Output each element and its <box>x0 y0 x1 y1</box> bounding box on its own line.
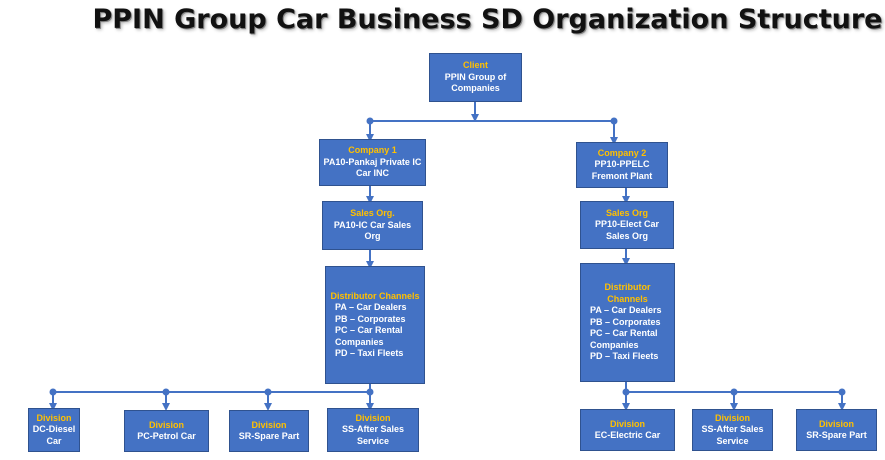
division-text: SR-Spare Part <box>238 431 300 441</box>
division-heading: Division <box>714 412 750 423</box>
company1-text: PA10-Pankaj Private IC Car INC <box>323 156 422 179</box>
channels-heading: Distributor Channels <box>330 290 420 301</box>
company2-sales-org-box: Sales Org PP10-Elect Car Sales Org <box>580 201 674 249</box>
division-text: SS-After Sales Service <box>341 424 405 446</box>
client-text: PPIN Group of Companies <box>444 71 507 94</box>
company2-text: PP10-PPELC Fremont Plant <box>591 159 653 181</box>
division-text: PC-Petrol Car <box>137 431 196 441</box>
division-heading: Division <box>251 419 287 430</box>
company2-channels-box: Distributor Channels PA – Car Dealers PB… <box>580 263 675 382</box>
company1-box: Company 1 PA10-Pankaj Private IC Car INC <box>319 139 426 186</box>
client-heading: Client <box>462 60 488 71</box>
sales-org-text: PP10-Elect Car Sales Org <box>594 219 660 241</box>
division-box: Division SS-After Sales Service <box>692 409 773 451</box>
company1-sales-org-box: Sales Org. PA10-IC Car Sales Org <box>322 201 423 250</box>
company2-heading: Company 2 <box>597 147 647 158</box>
client-box: Client PPIN Group of Companies <box>429 53 522 102</box>
division-box: Division DC-Diesel Car <box>28 408 80 452</box>
division-heading: Division <box>609 418 645 429</box>
division-text: SR-Spare Part <box>806 430 867 440</box>
division-heading: Division <box>355 412 391 423</box>
division-text: SS-After Sales Service <box>701 424 764 446</box>
channels-list: PA – Car Dealers PB – Corporates PC – Ca… <box>584 305 671 363</box>
division-text: EC-Electric Car <box>594 430 661 440</box>
channels-heading: Distributor Channels <box>604 282 651 304</box>
channel-item: PB – Corporates <box>335 313 406 324</box>
division-text: DC-Diesel Car <box>32 424 76 446</box>
channel-item: PB – Corporates <box>590 316 661 327</box>
channel-item: PA – Car Dealers <box>590 305 662 316</box>
company2-box: Company 2 PP10-PPELC Fremont Plant <box>576 142 668 188</box>
channels-list: PA – Car Dealers PB – Corporates PC – Ca… <box>329 302 421 360</box>
sales-org-text: PA10-IC Car Sales Org <box>333 219 412 242</box>
division-heading: Division <box>818 418 854 429</box>
division-heading: Division <box>36 412 72 423</box>
sales-org-heading: Sales Org <box>605 207 649 218</box>
division-box: Division SS-After Sales Service <box>327 408 419 452</box>
division-box: Division SR-Spare Part <box>796 409 877 451</box>
company1-channels-box: Distributor Channels PA – Car Dealers PB… <box>325 266 425 384</box>
company1-heading: Company 1 <box>348 145 397 156</box>
channel-item: PA – Car Dealers <box>335 302 407 312</box>
channel-item: PC – Car Rental Companies <box>590 328 658 350</box>
sales-org-heading: Sales Org. <box>350 208 395 219</box>
channel-item: PD – Taxi Fleets <box>590 351 659 362</box>
diagram-title: PPIN Group Car Business SD Organization … <box>92 4 883 35</box>
division-box: Division SR-Spare Part <box>229 410 309 452</box>
division-box: Division EC-Electric Car <box>580 409 675 451</box>
division-heading: Division <box>148 419 184 430</box>
channel-item: PD – Taxi Fleets <box>335 348 404 358</box>
channel-item: PC – Car Rental Companies <box>335 325 403 347</box>
division-box: Division PC-Petrol Car <box>124 410 209 452</box>
